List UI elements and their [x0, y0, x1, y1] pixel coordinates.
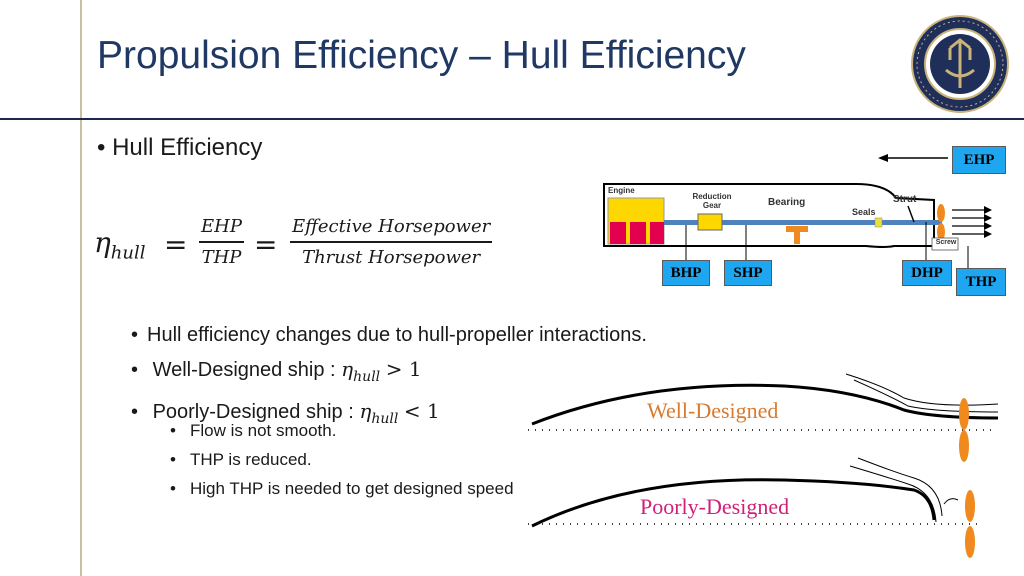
bullet-dot: • — [97, 134, 113, 161]
high-thp-needed-text: High THP is needed to get designed speed — [190, 479, 514, 498]
poorly-designed-propeller-blade — [965, 490, 975, 522]
bhp-box: BHP — [662, 260, 710, 286]
engine-cylinder — [630, 222, 646, 244]
well-designed-streamline — [845, 373, 999, 406]
screw-label-box — [931, 237, 959, 251]
fraction-thrust-horsepower: Thrust Horsepower — [302, 247, 481, 268]
eta-subscript: hull — [371, 411, 399, 427]
propeller-shaft — [664, 220, 942, 225]
hull-flow-sketches — [528, 373, 999, 558]
less-than-one: < 1 — [403, 399, 440, 423]
list-item: •High THP is needed to get designed spee… — [170, 479, 514, 498]
thp-reduced-text: THP is reduced. — [190, 450, 312, 469]
well-designed-hull — [531, 383, 999, 426]
reduction-label-1: Reduction — [692, 192, 732, 201]
dhp-box: DHP — [902, 260, 952, 286]
fraction-ehp-thp: EHP THP — [199, 216, 244, 268]
engine-label: Engine — [608, 186, 635, 195]
hull-efficiency-heading: Hull Efficiency — [112, 134, 263, 161]
flow-not-smooth-text: Flow is not smooth. — [190, 421, 337, 440]
strut — [907, 205, 915, 223]
sub-sub-bullet-list: •Flow is not smooth. •THP is reduced. •H… — [170, 416, 514, 503]
well-designed-propeller-blade — [959, 430, 969, 462]
sub-bullet-list: •Hull efficiency changes due to hull-pro… — [131, 318, 647, 436]
list-item: •Flow is not smooth. — [170, 421, 337, 440]
bearing-support — [794, 230, 800, 244]
seals-label: Seals — [852, 207, 876, 217]
thrust-arrows — [952, 206, 992, 238]
poorly-designed-streamline — [849, 465, 937, 523]
fraction-ehp-numerator: EHP — [199, 216, 244, 243]
header-divider-line — [0, 118, 1024, 120]
left-divider-line — [80, 0, 82, 576]
eta-symbol: η — [341, 357, 354, 381]
hull-efficiency-bullet: • Hull Efficiency — [97, 134, 262, 162]
seal — [874, 217, 883, 228]
eta-symbol: η — [359, 399, 372, 423]
eta-symbol: η — [94, 226, 111, 259]
engine-cylinder — [650, 222, 664, 244]
reduction-gear — [697, 213, 723, 231]
bearing-label: Bearing — [768, 197, 806, 208]
poorly-designed-propeller-blade — [965, 526, 975, 558]
well-designed-ship-text: Well-Designed ship : — [152, 359, 342, 381]
equals-sign-2: = — [254, 228, 278, 261]
reduction-label-2: Gear — [702, 201, 722, 210]
fraction-effective-horsepower: Effective Horsepower — [290, 216, 493, 243]
fraction-horsepower: Effective Horsepower Thrust Horsepower — [290, 216, 493, 268]
page-title: Propulsion Efficiency – Hull Efficiency — [97, 34, 746, 77]
bearing-pad — [786, 226, 808, 232]
propeller-blade — [937, 223, 945, 241]
well-designed-propeller-blade — [959, 398, 969, 430]
engine-cylinder — [610, 222, 626, 244]
ehp-box: EHP — [952, 146, 1006, 174]
ehp-arrowhead — [878, 154, 888, 162]
eta-hull-inline: ηhull — [341, 357, 380, 385]
strut-label: Strut — [893, 194, 917, 205]
list-item: •Hull efficiency changes due to hull-pro… — [131, 324, 647, 346]
hull-interaction-text: Hull efficiency changes due to hull-prop… — [147, 324, 647, 346]
eta-hull-inline: ηhull — [359, 399, 398, 427]
propulsion-train-diagram — [603, 154, 992, 268]
shp-box: SHP — [724, 260, 772, 286]
propeller-blade — [937, 204, 945, 222]
poorly-designed-ship-text: Poorly-Designed ship : — [152, 401, 360, 423]
eta-subscript: hull — [353, 369, 381, 385]
list-item: • Well-Designed ship : ηhull > 1 — [131, 357, 422, 385]
poorly-designed-label: Poorly-Designed — [640, 494, 790, 519]
poorly-designed-hull — [531, 478, 936, 528]
naval-academy-seal-logo — [911, 15, 1009, 113]
thp-box: THP — [956, 268, 1006, 296]
poorly-designed-eddy — [943, 498, 959, 505]
fraction-thp-denominator: THP — [201, 247, 242, 268]
list-item: •THP is reduced. — [170, 450, 312, 469]
eta-subscript: hull — [110, 242, 146, 264]
poorly-designed-streamline — [857, 457, 943, 517]
eta-hull-symbol: ηhull — [94, 226, 145, 264]
list-item: • Poorly-Designed ship : ηhull < 1 — [131, 399, 440, 427]
greater-than-one: > 1 — [385, 357, 422, 381]
well-designed-label: Well-Designed — [647, 398, 779, 423]
screw-label: Screw — [935, 239, 957, 246]
equals-sign-1: = — [164, 228, 188, 261]
